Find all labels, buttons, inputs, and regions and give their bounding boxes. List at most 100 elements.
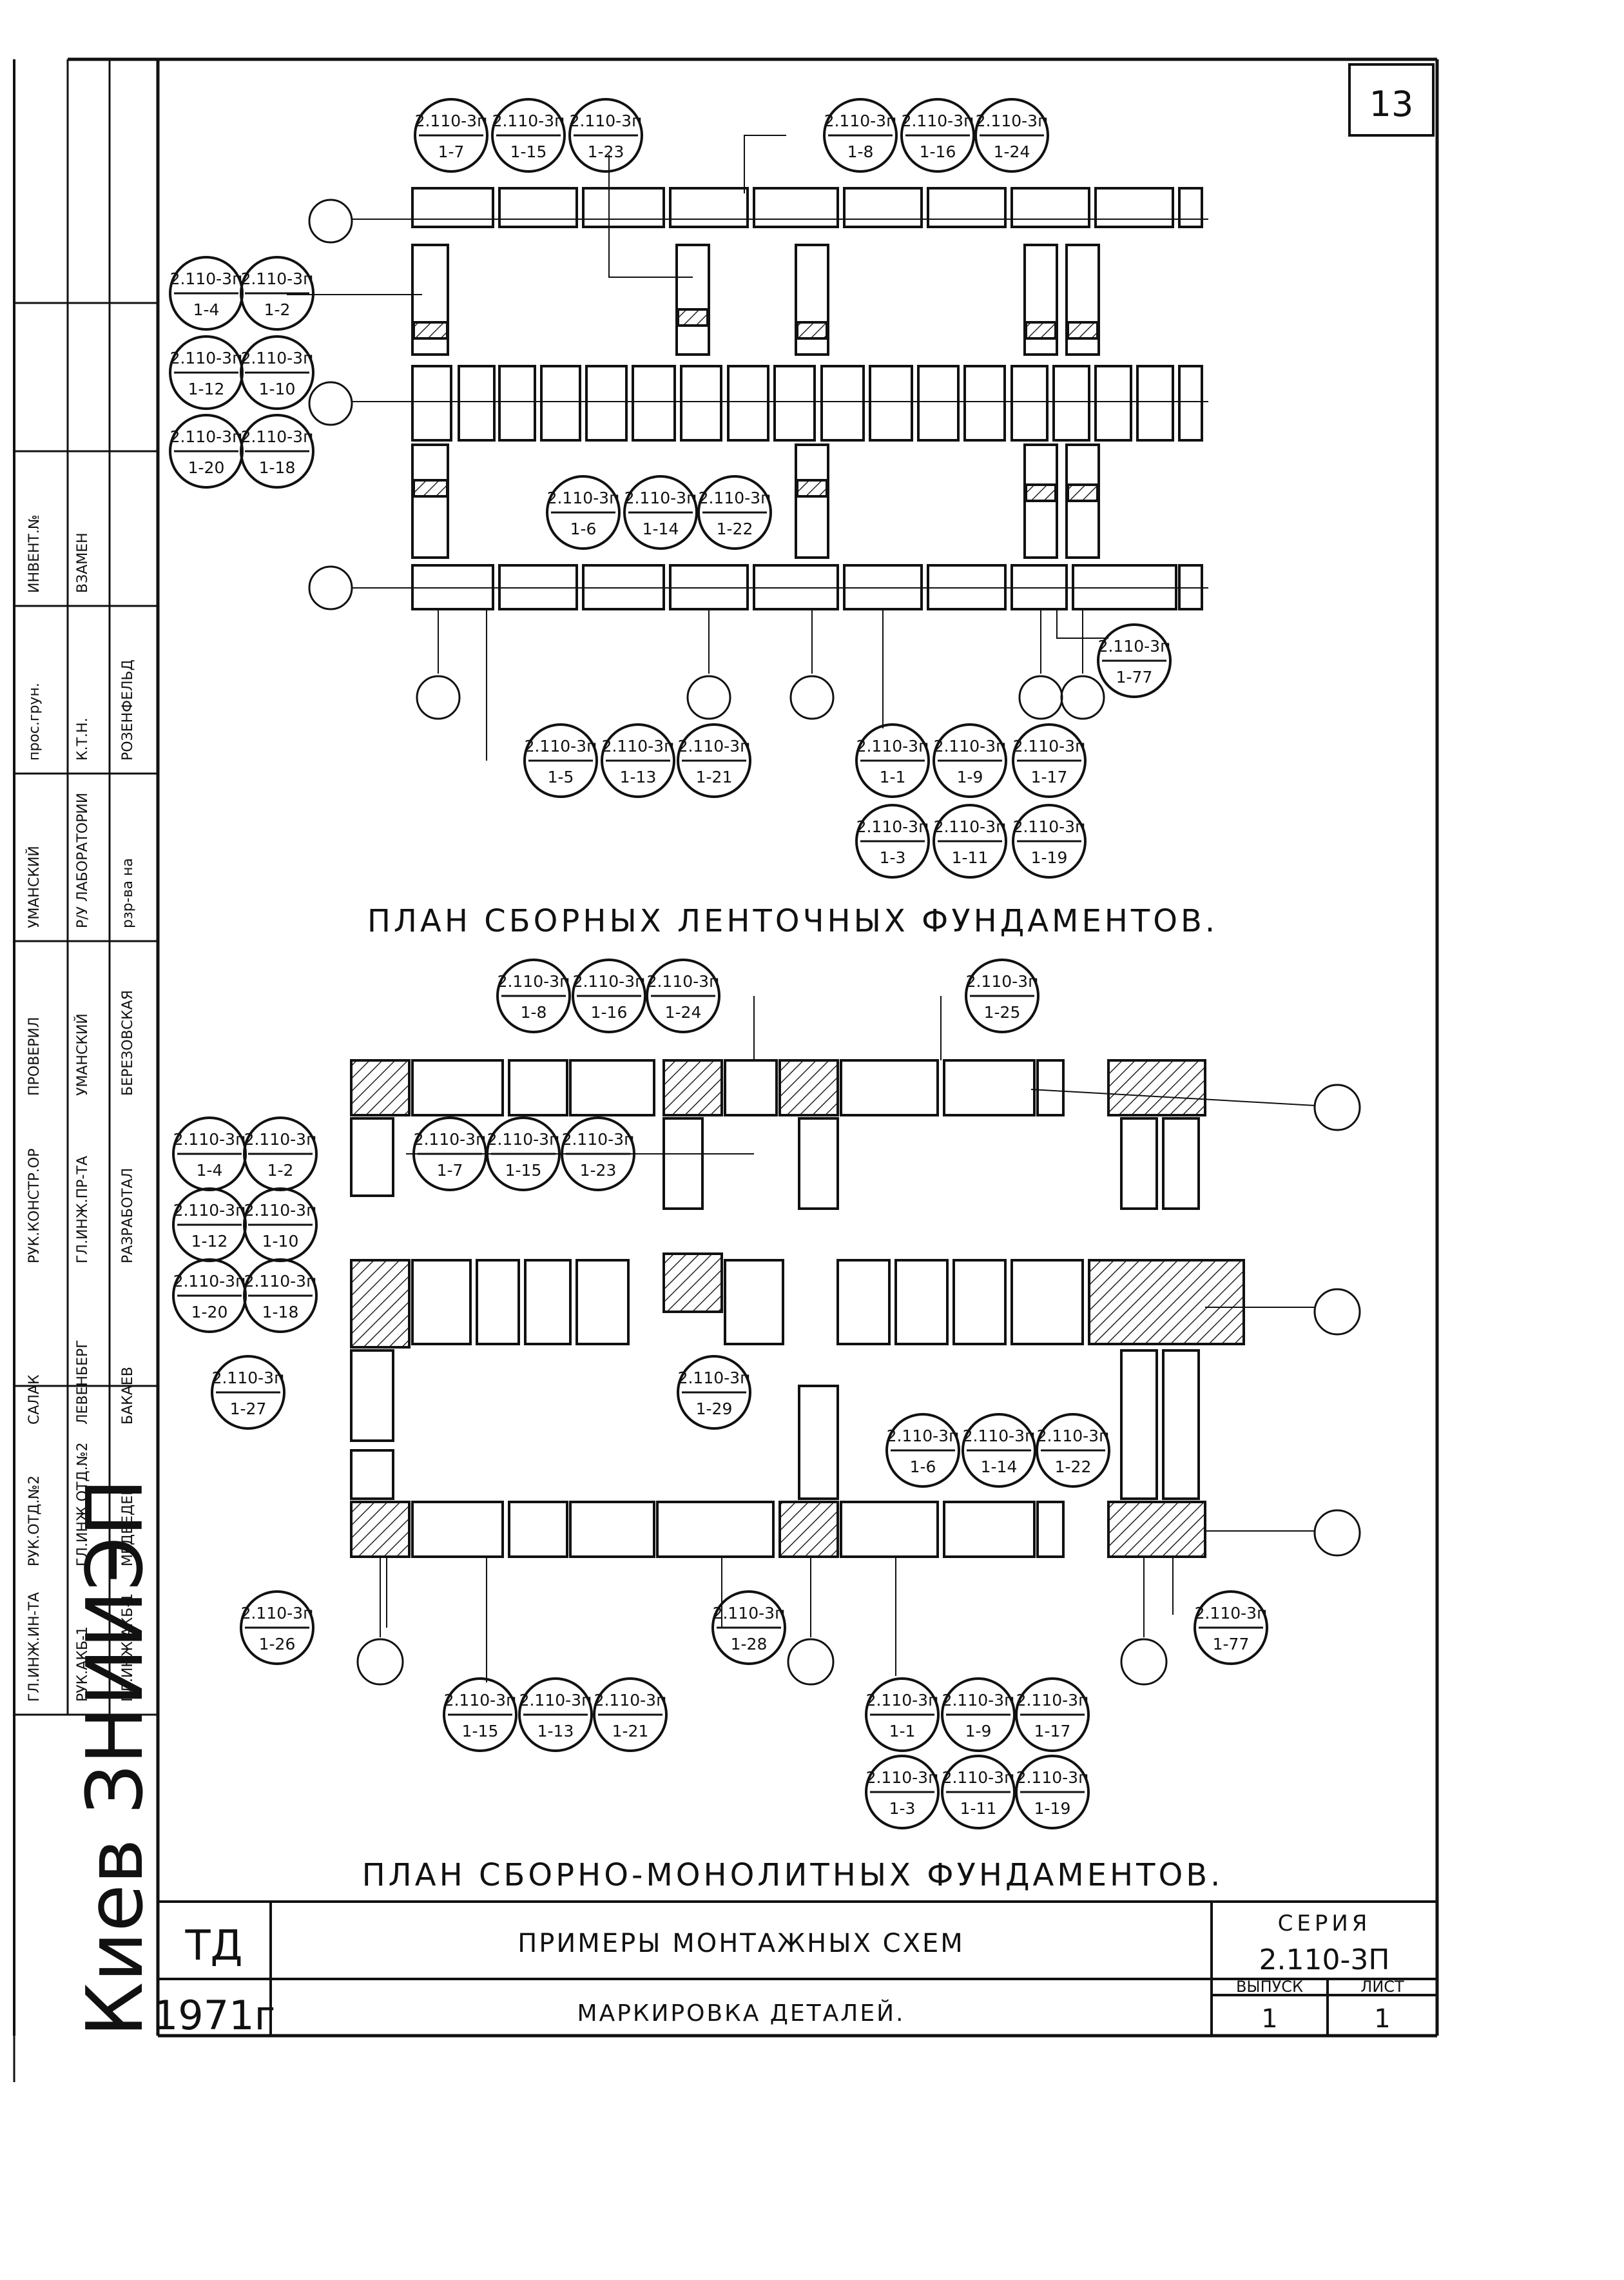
side-stamp-entry: ЛЕВЕНБЕРГ: [75, 1340, 91, 1425]
mark-id: 1-11: [952, 848, 989, 867]
plan1-mark-1-4: 2.110-3п1-4: [169, 256, 244, 331]
mark-series: 2.110-3п: [1037, 1427, 1110, 1445]
plan2-mark-1-9: 2.110-3п1-9: [941, 1677, 1016, 1752]
mark-series: 2.110-3п: [212, 1369, 285, 1387]
mark-circle: [491, 98, 566, 173]
mark-id: 1-1: [880, 768, 906, 786]
plan2-wall-blocks: [350, 1059, 1200, 1558]
plan2-mark-1-14: 2.110-3п 1-14: [962, 1413, 1036, 1488]
mark-circle: [933, 804, 1007, 879]
mark-series: 2.110-3п: [1016, 1691, 1089, 1710]
mark-id: 1-12: [191, 1232, 228, 1251]
side-stamp-entry: ГЛ.ИНЖ.ОТД.№2: [75, 1443, 91, 1566]
side-stamp: [14, 59, 158, 1716]
mark-id: 1-19: [1031, 848, 1068, 867]
mark-series: 2.110-3п: [170, 349, 243, 367]
mark-series: 2.110-3п: [1195, 1604, 1268, 1622]
mark-series: 2.110-3п: [942, 1768, 1015, 1787]
mark-series: 2.110-3п: [444, 1691, 517, 1710]
plan2-mark-1-22: 2.110-3п 1-22: [1036, 1413, 1110, 1488]
mark-series: 2.110-3п: [624, 489, 697, 507]
city-org-stamp: Киев ЗНИИЭП: [71, 1478, 160, 2037]
org-code: ТД: [184, 1922, 242, 1970]
mark-series: 2.110-3п: [1013, 737, 1086, 755]
mark-circle: [240, 256, 314, 331]
plan1-marks: 2.110-3п1-72.110-3п1-152.110-3п1-232.110…: [169, 98, 1172, 879]
plan1-mark-1-3: 2.110-3п1-3: [855, 804, 930, 879]
mark-id: 1-22: [1055, 1457, 1092, 1476]
plan2-mark-1-10: 2.110-3п1-10: [243, 1187, 318, 1262]
mark-id: 1-15: [505, 1161, 542, 1180]
mark-series: 2.110-3п: [887, 1427, 960, 1445]
mark-id: 1-7: [437, 1161, 463, 1180]
mark-id: 1-13: [620, 768, 657, 786]
mark-series: 2.110-3п: [902, 112, 974, 130]
mark-series: 2.110-3п: [866, 1691, 939, 1710]
mark-series: 2.110-3п: [244, 1201, 317, 1220]
mark-id: 1-9: [965, 1722, 992, 1740]
mark-id: 1-24: [994, 142, 1030, 161]
mark-circle: [518, 1677, 593, 1752]
mark-id: 1-23: [588, 142, 624, 161]
mark-id: 1-17: [1034, 1722, 1071, 1740]
mark-id: 1-11: [960, 1799, 997, 1818]
mark-circle: [941, 1755, 1016, 1829]
side-stamp-entry: МЕДВЕДЕВ: [120, 1486, 136, 1566]
mark-id: 1-18: [262, 1303, 299, 1321]
plan2-mark-1-16: 2.110-3п1-16: [572, 959, 646, 1033]
mark-circle: [496, 959, 571, 1033]
issue-label: ВЫПУСК: [1236, 1978, 1303, 1996]
plan2-mark-1-28: 2.110-3п1-28: [711, 1590, 786, 1665]
mark-circle: [1097, 623, 1172, 698]
plan2-mark-1-7: 2.110-3п 1-7: [412, 1116, 487, 1191]
mark-series: 2.110-3п: [1013, 817, 1086, 836]
mark-id: 1-9: [957, 768, 983, 786]
mark-circle: [243, 1258, 318, 1333]
mark-series: 2.110-3п: [173, 1201, 246, 1220]
plan1-mark-1-16: 2.110-3п 1-16: [900, 98, 975, 173]
mark-series: 2.110-3п: [525, 737, 597, 755]
mark-series: 2.110-3п: [966, 972, 1039, 991]
side-stamp-entry: РУК.ОТД.№2: [26, 1476, 43, 1566]
mark-series: 2.110-3п: [1016, 1768, 1089, 1787]
plan2-mark-1-18: 2.110-3п1-18: [243, 1258, 318, 1333]
mark-id: 1-19: [1034, 1799, 1071, 1818]
mark-id: 1-6: [910, 1457, 936, 1476]
mark-id: 1-14: [981, 1457, 1018, 1476]
plan2-mark-1-12: 2.110-3п 1-12: [172, 1187, 247, 1262]
mark-id: 1-16: [920, 142, 956, 161]
plan1-mark-1-8: 2.110-3п1-8: [823, 98, 898, 173]
plan1-mark-1-77: 2.110-3п 1-77: [1097, 623, 1172, 698]
plan1-mark-1-14: 2.110-3п1-14: [623, 475, 698, 550]
mark-circle: [974, 98, 1049, 173]
mark-id: 1-3: [880, 848, 906, 867]
plan2-mark-1-17: 2.110-3п 1-17: [1015, 1677, 1090, 1752]
plan2-mark-1-13: 2.110-3п1-13: [518, 1677, 593, 1752]
mark-circle: [568, 98, 643, 173]
mark-series: 2.110-3п: [647, 972, 720, 991]
mark-series: 2.110-3п: [414, 1130, 487, 1149]
mark-circle: [240, 414, 314, 489]
mark-circle: [1036, 1413, 1110, 1488]
hatched-inserts: [412, 308, 1099, 502]
mark-id: 1-4: [193, 300, 220, 319]
mark-series: 2.110-3п: [173, 1130, 246, 1149]
mark-series: 2.110-3п: [963, 1427, 1036, 1445]
plan2-mark-1-3: 2.110-3п1-3: [865, 1755, 940, 1829]
side-stamp-entry: УМАНСКИЙ: [74, 1013, 91, 1096]
plan1-mark-1-21: 2.110-3п1-21: [677, 723, 751, 798]
mark-id: 1-6: [570, 520, 597, 538]
title-block: [158, 1900, 1437, 2036]
mark-series: 2.110-3п: [547, 489, 620, 507]
mark-id: 1-2: [267, 1161, 294, 1180]
mark-circle: [965, 959, 1039, 1033]
mark-series: 2.110-3п: [1098, 637, 1171, 656]
mark-id: 1-27: [230, 1399, 267, 1418]
mark-id: 1-77: [1116, 668, 1153, 687]
plan1-mark-1-12: 2.110-3п1-12: [169, 335, 244, 410]
plan-strip-foundations: [287, 135, 1208, 761]
series-value: 2.110-3П: [1259, 1944, 1390, 1976]
plan1-mark-1-19: 2.110-3п 1-19: [1012, 804, 1087, 879]
mark-id: 1-28: [731, 1635, 768, 1653]
